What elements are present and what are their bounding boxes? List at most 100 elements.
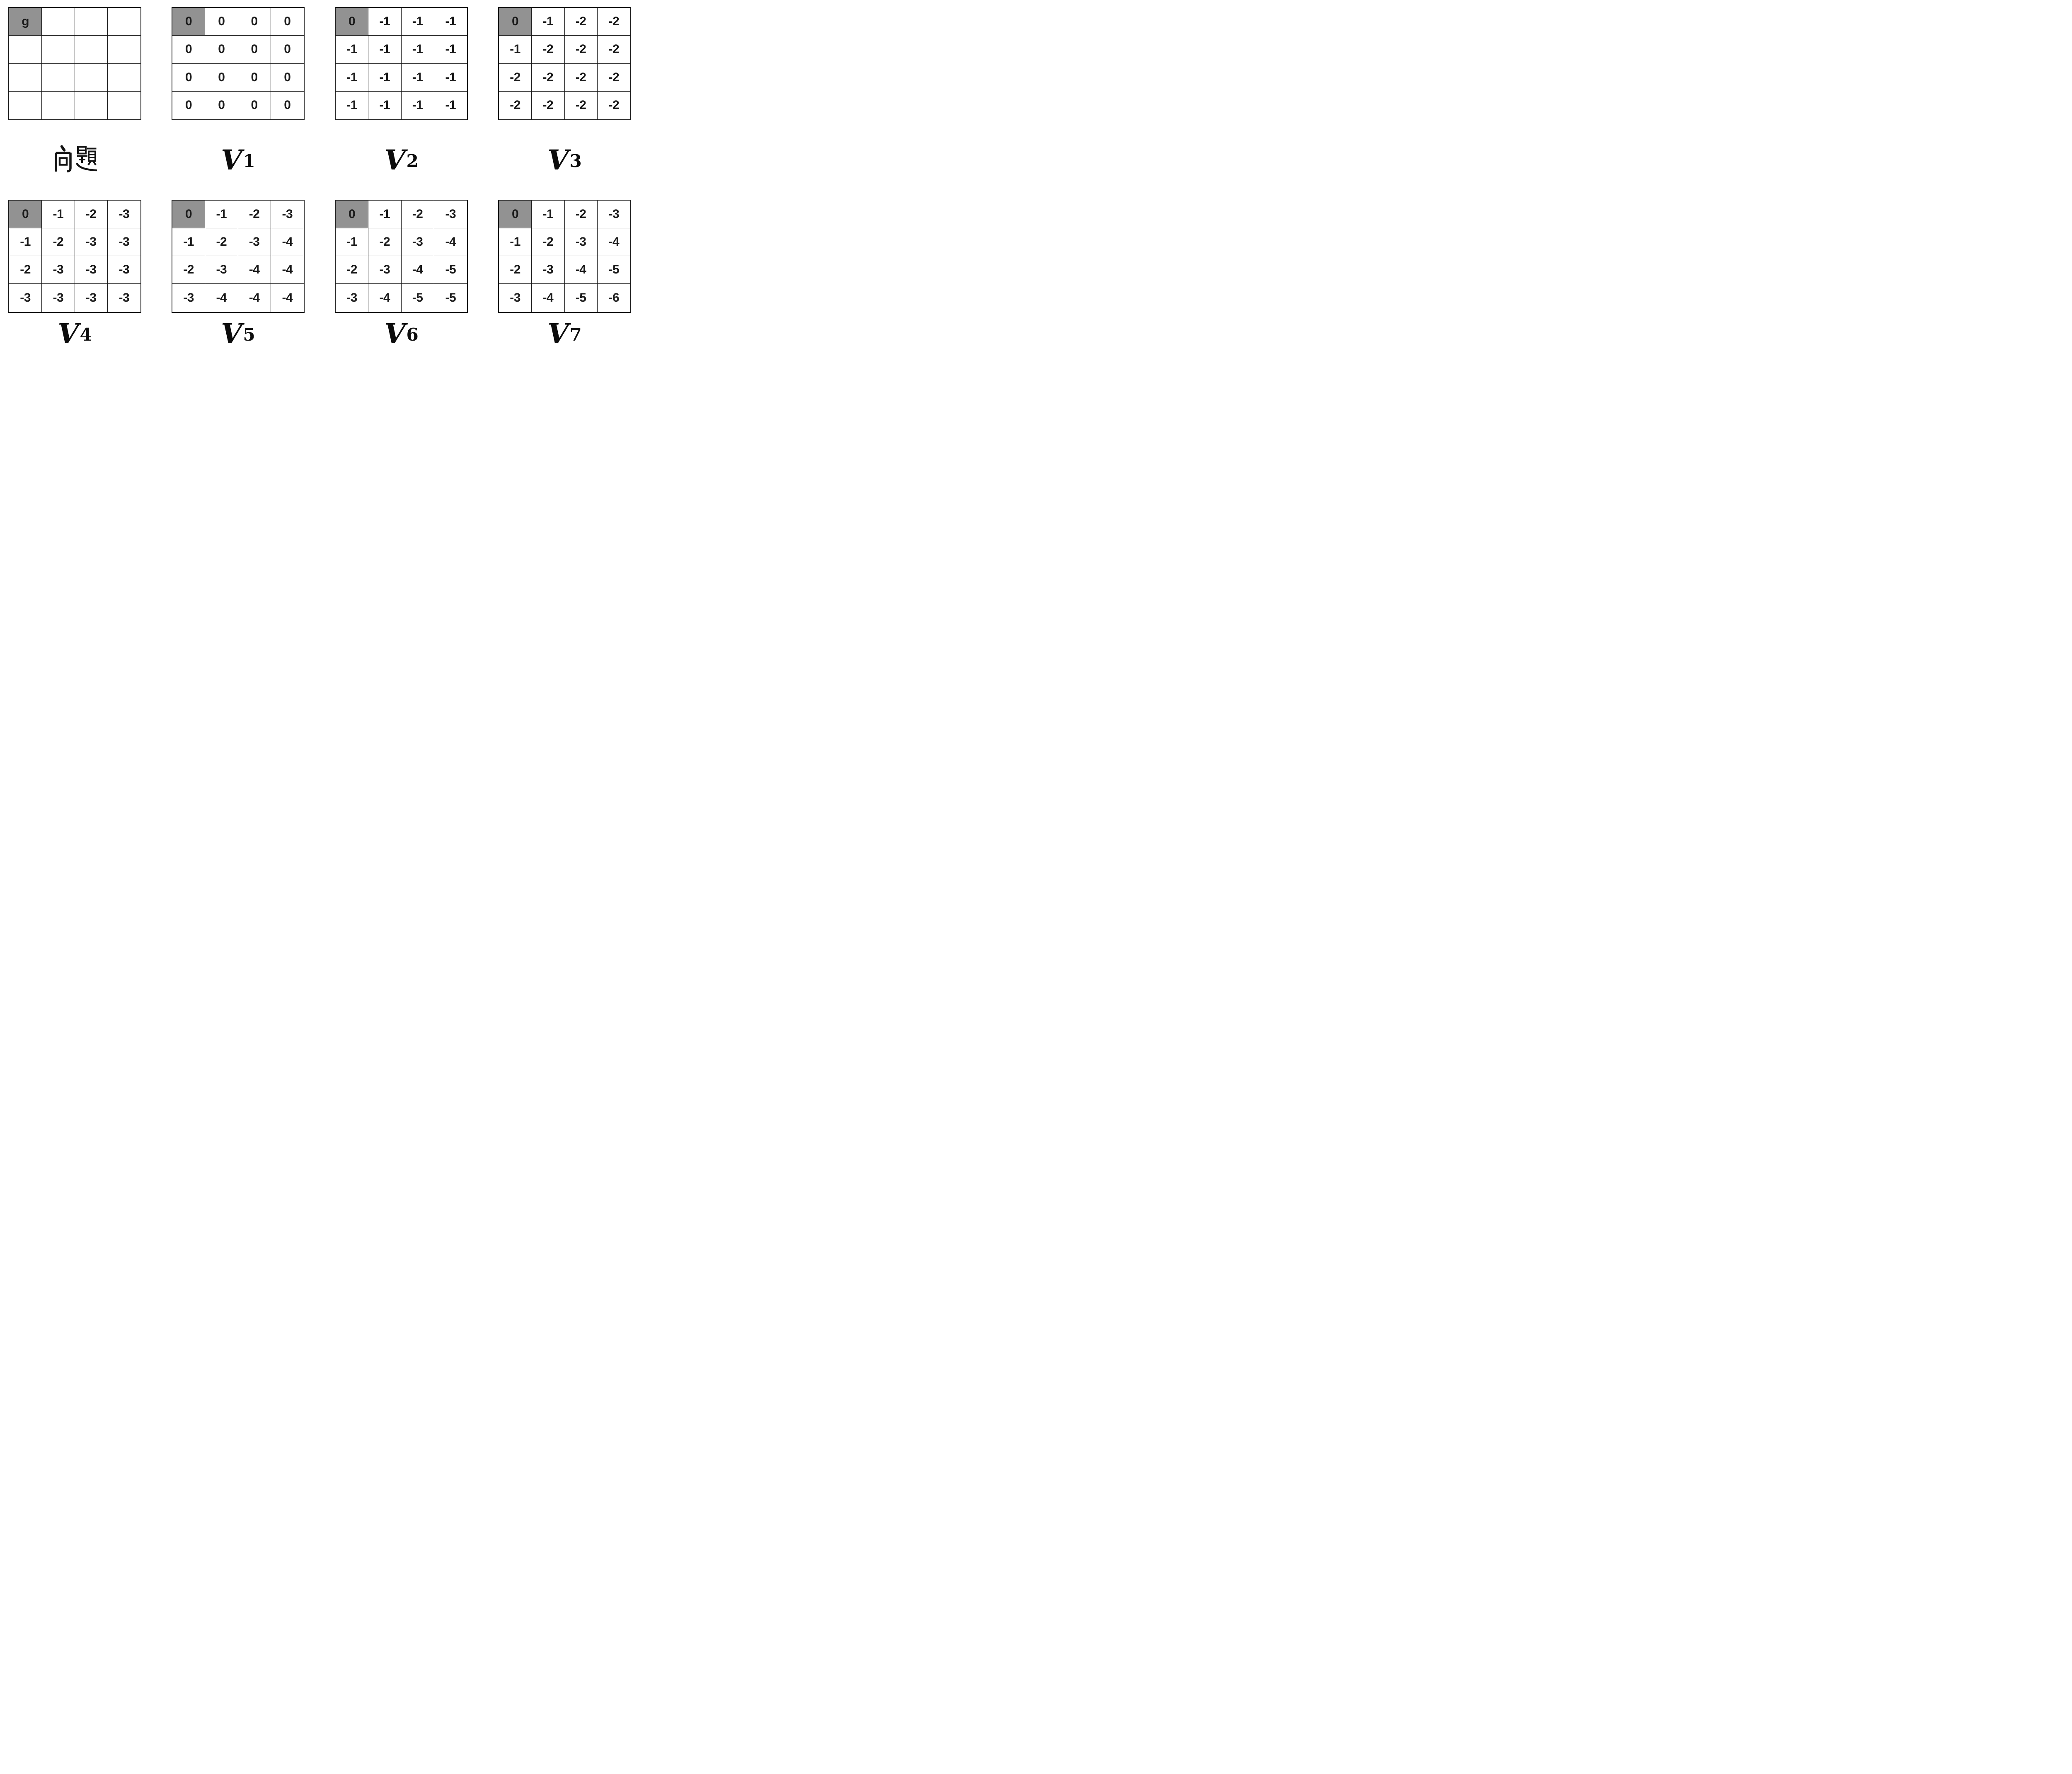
v3-cell-r1c2: -2 [564,36,598,64]
v1-cell-r2c3: 0 [271,64,304,92]
v6-grid: 0-1-2-3-1-2-3-4-2-3-4-5-3-4-5-5 [335,199,468,313]
v4-cell-r2c3: -3 [107,256,140,284]
v1-cell-r1c1: 0 [205,36,238,64]
cell-value: -5 [445,290,456,305]
v4-grid: 0-1-2-3-1-2-3-3-2-3-3-3-3-3-3-3 [8,199,141,313]
cell-value: -1 [346,98,357,112]
v4-cell-r3c2: -3 [75,284,108,312]
v2-cell-r2c2: -1 [401,63,434,92]
v-label-subscript: 5 [243,324,255,345]
v3-cell-r0c3: -2 [597,8,630,36]
cell-value: -3 [346,290,357,305]
problem-cell-r3c3 [108,92,140,119]
cell-value: -3 [510,290,520,305]
cell-value: -4 [608,235,620,249]
problem-cell-r3c1 [42,91,75,119]
cell-value: -1 [379,207,390,221]
cell-value: 0 [185,207,192,221]
problem-cell-r2c3 [107,64,140,92]
cell-value: -2 [20,263,31,277]
v5-cell-r2c0: -2 [172,256,206,284]
v6-cell-r1c0: -1 [336,228,369,257]
problem-cell-r1c1 [42,36,75,64]
cell-value: -2 [608,70,620,84]
problem-cell-r3c0 [9,91,42,119]
v6-cell-r2c3: -5 [434,256,467,284]
cell-value: -3 [249,235,260,249]
v4-cell-r0c2: -2 [75,200,108,228]
v2-cell-r3c0: -1 [336,91,369,119]
problem-cell-r3c2 [75,91,108,119]
cell-value: 0 [251,98,258,112]
cell-value: -1 [346,70,357,84]
v3-cell-r2c2: -2 [564,63,598,92]
v5-cell-r1c2: -3 [238,228,271,257]
cell-value: -3 [85,235,97,249]
v7-cell-r0c1: -1 [532,200,565,228]
v3-cell-r3c2: -2 [565,91,598,119]
cell-value: -1 [445,15,456,29]
cell-value: -2 [542,42,554,56]
v4-cell-r0c1: -1 [42,200,75,228]
v3-grid: 0-1-2-2-1-2-2-2-2-2-2-2-2-2-2-2 [498,7,631,120]
problem-cell-r2c0 [9,63,42,92]
cell-value: 0 [512,207,519,221]
problem-label: 问题 [53,145,97,174]
cell-value: -1 [346,42,357,56]
v-label-subscript: 1 [243,151,255,171]
cell-value: -1 [445,42,456,56]
v2-cell-r1c0: -1 [336,36,369,64]
v-label-base: V [384,317,406,350]
v-label-base: V [221,144,242,176]
v5-cell-r3c0: -3 [172,284,206,312]
cjk-char-ti-icon [76,146,97,172]
v7-cell-r1c2: -3 [564,228,598,257]
v6-cell-r2c1: -3 [368,256,402,284]
cell-value: -1 [412,15,423,29]
cell-value: -2 [608,98,620,112]
cell-value: -2 [510,263,520,277]
cell-value: -3 [608,207,620,221]
cell-value: -3 [412,235,423,249]
v2-cell-r2c1: -1 [368,63,402,92]
cell-value: -1 [510,235,520,249]
v7-cell-r0c3: -3 [597,201,630,228]
cell-value: 0 [185,15,192,29]
v2-cell-r1c3: -1 [434,36,467,64]
v5-cell-r0c3: -3 [271,201,304,228]
v5-cell-r1c3: -4 [271,228,304,257]
v4-cell-r1c2: -3 [75,228,108,257]
v4-cell-r1c1: -2 [42,228,75,257]
cell-value: -1 [183,235,194,249]
v3-cell-r3c0: -2 [499,91,532,119]
v1-cell-r0c2: 0 [238,8,271,36]
v4-cell-r2c1: -3 [42,256,75,284]
cell-value: -1 [379,70,390,84]
cell-value: g [22,15,29,29]
v4-cell-r3c3: -3 [108,284,140,312]
v1-cell-r0c1: 0 [205,8,238,36]
value-iteration-figure: g [0,0,638,380]
v1-cell-r0c3: 0 [271,8,304,36]
v7-cell-r3c1: -4 [532,284,565,312]
v-label-base: V [221,317,242,350]
v7-cell-r1c1: -2 [532,228,565,257]
cell-value: 0 [251,70,258,84]
v6-cell-r3c1: -4 [368,284,402,312]
v3-cell-r3c3: -2 [598,92,630,119]
problem-cell-r0c1 [42,8,75,36]
cell-value: -2 [542,70,554,84]
v3-cell-r2c1: -2 [532,63,565,92]
cell-value: -3 [119,290,130,305]
v2-cell-r0c3: -1 [434,8,467,36]
cell-value: -4 [445,235,456,249]
problem-cell-r1c2 [75,36,108,64]
cell-value: 0 [284,98,291,112]
cell-value: -1 [20,235,31,249]
v1-cell-r1c0: 0 [172,36,206,64]
